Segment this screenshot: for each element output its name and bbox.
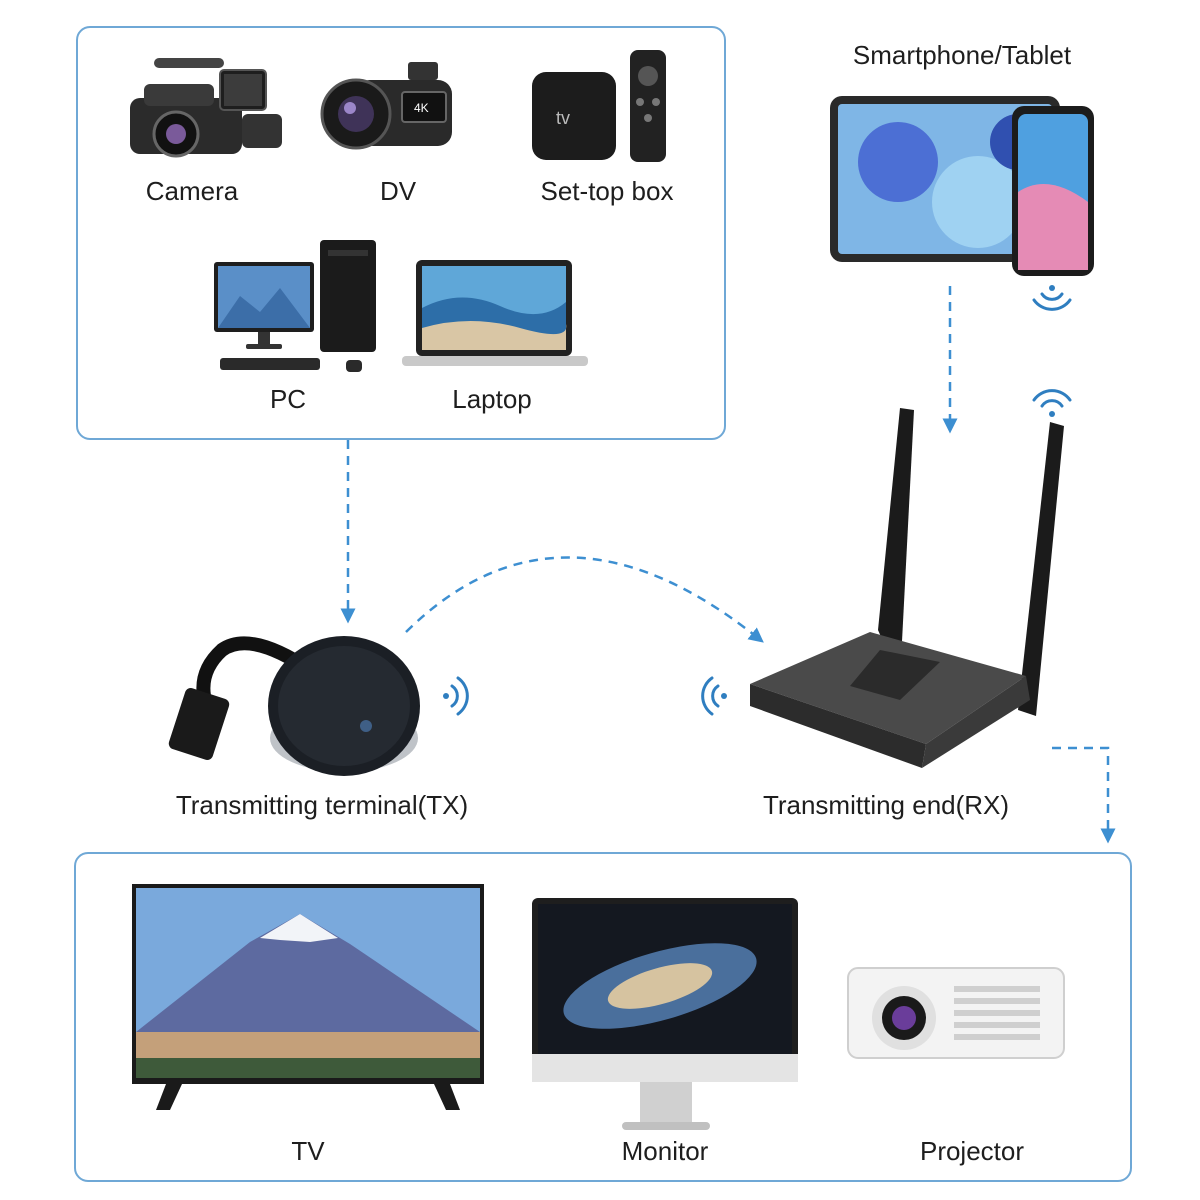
projector-label: Projector — [919, 1136, 1025, 1166]
dv-icon: 4K — [320, 62, 452, 150]
camera-icon — [130, 58, 282, 158]
laptop-label: Laptop — [452, 384, 532, 414]
set-top-box-icon: tv — [532, 50, 666, 162]
wifi-signal-icon — [701, 676, 727, 716]
tx-dongle-icon — [168, 636, 420, 776]
wifi-signal-icon — [1032, 285, 1072, 311]
tv-label: TV — [291, 1136, 325, 1166]
svg-text:4K: 4K — [414, 101, 429, 115]
pc-label: PC — [269, 384, 307, 414]
monitor-icon — [532, 898, 798, 1130]
rx-receiver-icon — [750, 408, 1064, 768]
dv-label: DV — [379, 176, 417, 206]
laptop-icon — [402, 260, 588, 366]
rx-label: Transmitting end(RX) — [762, 790, 1010, 820]
arrow-tx-to-rx — [405, 556, 764, 643]
mobile-label: Smartphone/Tablet — [852, 40, 1072, 70]
set-top-box-label: Set-top box — [540, 176, 674, 206]
wifi-signal-icon — [443, 676, 469, 716]
tablet-phone-icon — [830, 96, 1094, 276]
tx-label: Transmitting terminal(TX) — [175, 790, 469, 820]
projector-icon — [847, 967, 1065, 1059]
pc-icon — [214, 240, 376, 372]
svg-text:tv: tv — [556, 108, 570, 128]
tv-icon — [132, 884, 484, 1110]
camera-label: Camera — [145, 176, 239, 206]
monitor-label: Monitor — [621, 1136, 709, 1166]
